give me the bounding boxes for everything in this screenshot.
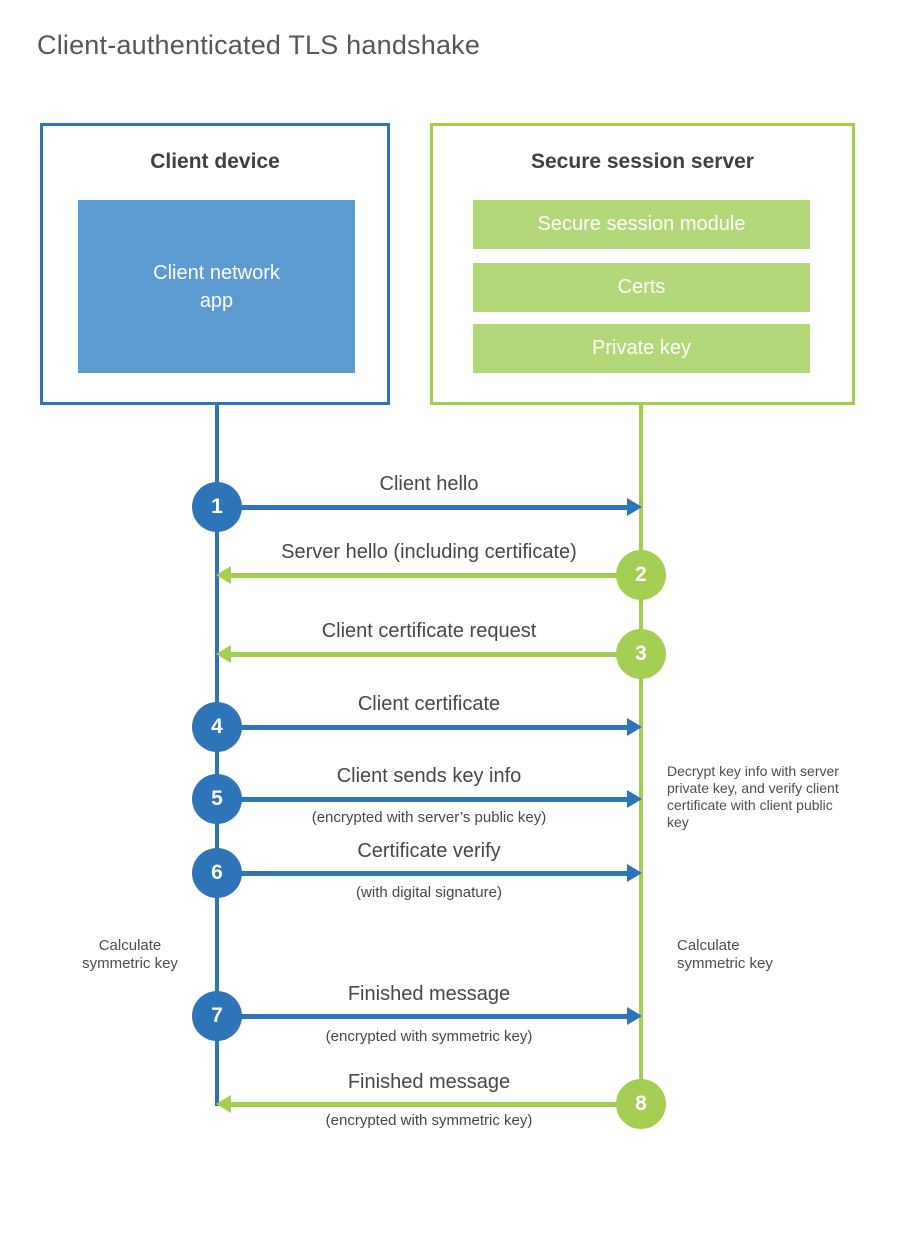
server-module-certs: Certs (473, 263, 810, 312)
step-6-arrow (240, 871, 628, 876)
step-6-label: Certificate verify (357, 840, 501, 862)
step-2-arrow (230, 573, 618, 578)
secure-session-server-box: Secure session server Secure session mod… (430, 123, 855, 405)
step-4-arrowhead-icon (627, 718, 642, 736)
server-module-private-key: Private key (473, 324, 810, 373)
step-6-arrowhead-icon (627, 864, 642, 882)
client-app-label-line1: Client network (153, 261, 280, 284)
step-8-label: Finished message (347, 1071, 511, 1093)
client-device-title: Client device (150, 150, 280, 173)
step-2-number-badge: 2 (616, 550, 666, 600)
step-5-number-badge: 5 (192, 774, 242, 824)
step-8-number-badge: 8 (616, 1079, 666, 1129)
step-5-sublabel: (encrypted with server’s public key) (311, 809, 547, 826)
step-7-arrow (240, 1014, 628, 1019)
step-3-arrow (230, 652, 618, 657)
step-4-arrow (240, 725, 628, 730)
client-calculate-symmetric-key-note: Calculate symmetric key (82, 937, 178, 972)
step-8-sublabel: (encrypted with symmetric key) (325, 1112, 533, 1129)
server-calculate-symmetric-key-note: Calculate symmetric key (677, 937, 773, 972)
page-title: Client-authenticated TLS handshake (37, 30, 481, 60)
step-1-arrow (240, 505, 628, 510)
step-8-arrow (230, 1102, 618, 1107)
step-5-label: Client sends key info (336, 765, 522, 787)
step-3-arrowhead-icon (216, 645, 231, 663)
step-8-arrowhead-icon (216, 1095, 231, 1113)
step-7-arrowhead-icon (627, 1007, 642, 1025)
step-2-arrowhead-icon (216, 566, 231, 584)
step-7-number-badge: 7 (192, 991, 242, 1041)
step-5-arrowhead-icon (627, 790, 642, 808)
server-box-title: Secure session server (531, 150, 754, 173)
step-6-number-badge: 6 (192, 848, 242, 898)
step-7-sublabel: (encrypted with symmetric key) (325, 1028, 533, 1045)
client-app-label-line2: app (199, 289, 234, 312)
step-4-label: Client certificate (357, 693, 501, 715)
step-4-number-badge: 4 (192, 702, 242, 752)
client-lifeline (215, 404, 219, 1106)
step-3-number-badge: 3 (616, 629, 666, 679)
step-1-label: Client hello (379, 473, 479, 495)
step-7-label: Finished message (347, 983, 511, 1005)
server-module-secure-session: Secure session module (473, 200, 810, 249)
server-lifeline (639, 404, 643, 1106)
step-5-arrow (240, 797, 628, 802)
step-2-label: Server hello (including certificate) (281, 541, 577, 563)
client-device-box: Client device Client network app (40, 123, 390, 405)
step-3-label: Client certificate request (321, 620, 537, 642)
step-6-sublabel: (with digital signature) (356, 884, 502, 901)
step-1-arrowhead-icon (627, 498, 642, 516)
step-1-number-badge: 1 (192, 482, 242, 532)
client-network-app-box: Client network app (78, 200, 355, 373)
server-decrypt-note: Decrypt key info with server private key… (667, 763, 839, 830)
